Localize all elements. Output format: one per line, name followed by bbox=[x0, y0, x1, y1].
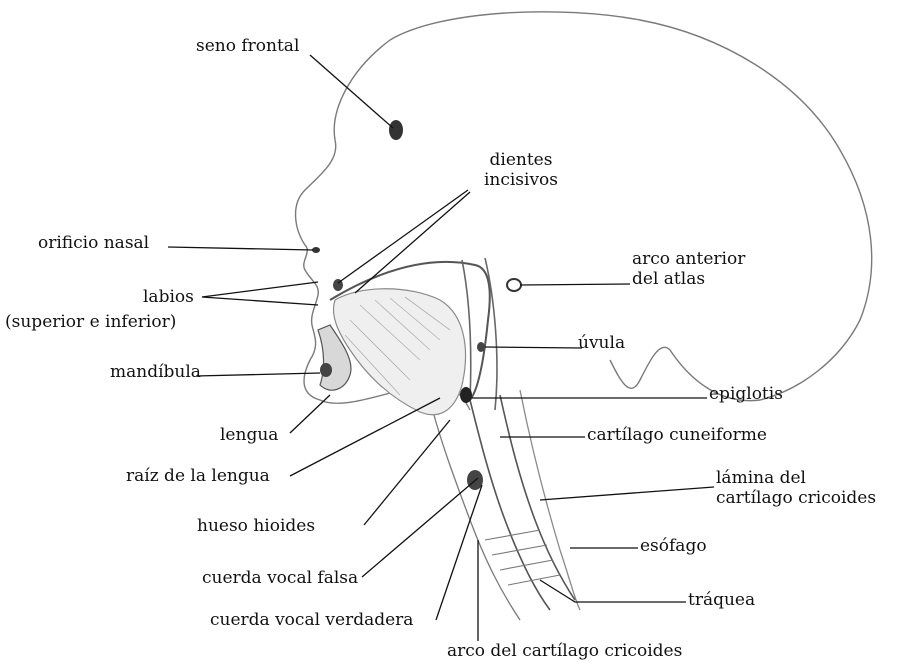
label-arco-cartilago-cricoides: arco del cartílago cricoides bbox=[447, 641, 682, 661]
label-lamina-line2: cartílago cricoides bbox=[716, 488, 876, 508]
leader-mandibula bbox=[196, 373, 320, 376]
uvula-mark bbox=[477, 342, 485, 352]
leader-uvula bbox=[485, 347, 582, 348]
label-dientes-line1: dientes bbox=[466, 150, 576, 170]
label-arco-anterior-line1: arco anterior bbox=[632, 249, 745, 269]
label-raiz-lengua: raíz de la lengua bbox=[126, 466, 270, 486]
label-arco-anterior-line2: del atlas bbox=[632, 269, 745, 289]
leader-arco-anterior bbox=[520, 284, 630, 285]
label-cuerda-vocal-verdadera: cuerda vocal verdadera bbox=[210, 610, 413, 630]
nostril-mark bbox=[312, 247, 320, 253]
leader-orificio-nasal bbox=[168, 247, 313, 250]
leader-raiz bbox=[290, 398, 440, 476]
label-mandibula: mandíbula bbox=[110, 362, 201, 382]
leader-lamina bbox=[540, 487, 714, 500]
larynx-trachea bbox=[470, 395, 575, 610]
label-arco-anterior: arco anterior del atlas bbox=[632, 249, 745, 289]
leader-seno-frontal bbox=[310, 55, 393, 128]
label-seno-frontal: seno frontal bbox=[196, 36, 299, 56]
label-labios: labios bbox=[143, 287, 194, 307]
label-cartilago-cuneiforme: cartílago cuneiforme bbox=[587, 425, 767, 445]
label-uvula: úvula bbox=[578, 333, 625, 353]
leader-labios-b bbox=[202, 297, 318, 305]
leader-dientes-a bbox=[338, 190, 468, 283]
label-epiglotis: epiglotis bbox=[709, 384, 783, 404]
leader-labios-a bbox=[202, 282, 318, 297]
label-hueso-hioides: hueso hioides bbox=[197, 516, 315, 536]
epiglottis-mark bbox=[460, 387, 472, 403]
mandible-mark bbox=[320, 363, 332, 377]
leader-hioides bbox=[364, 420, 450, 525]
leader-cuerda-falsa bbox=[362, 478, 478, 577]
trachea-rings bbox=[485, 530, 560, 585]
label-lamina-line1: lámina del bbox=[716, 468, 876, 488]
leader-lengua bbox=[290, 395, 330, 433]
label-labios-detalle: (superior e inferior) bbox=[5, 312, 176, 332]
leader-dientes-b bbox=[355, 192, 470, 293]
label-lamina: lámina del cartílago cricoides bbox=[716, 468, 876, 508]
neck-front-outline bbox=[430, 400, 520, 620]
label-traquea: tráquea bbox=[688, 590, 755, 610]
label-orificio-nasal: orificio nasal bbox=[38, 233, 149, 253]
label-cuerda-vocal-falsa: cuerda vocal falsa bbox=[202, 568, 358, 588]
leader-cuerda-verdadera bbox=[436, 485, 482, 620]
atlas-mark bbox=[507, 279, 521, 291]
label-dientes-line2: incisivos bbox=[466, 170, 576, 190]
label-lengua: lengua bbox=[220, 425, 278, 445]
leader-traquea bbox=[540, 580, 686, 602]
frontal-sinus-mark bbox=[389, 120, 403, 140]
tongue-shape bbox=[333, 289, 465, 415]
label-dientes-incisivos: dientes incisivos bbox=[466, 150, 576, 190]
label-esofago: esófago bbox=[640, 536, 707, 556]
